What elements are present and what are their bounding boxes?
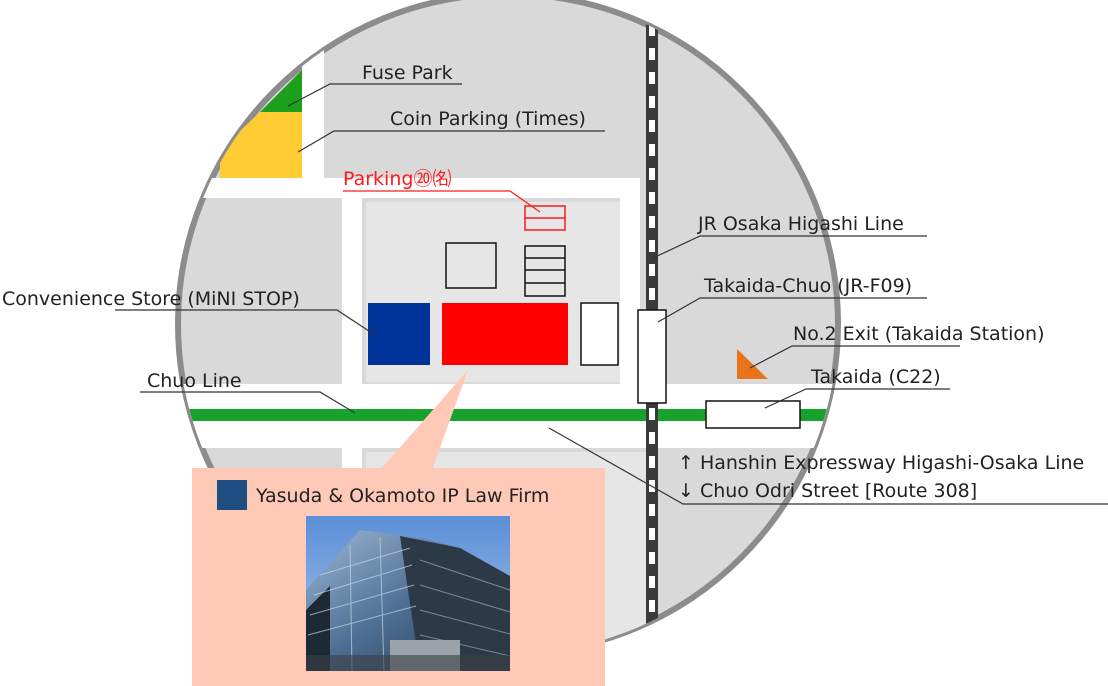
leader-convenience-store: [115, 309, 376, 336]
label-takaida-chuo: Takaida-Chuo (JR-F09): [703, 275, 912, 297]
leader-takaida: [764, 388, 950, 409]
label-takaida: Takaida (C22): [810, 366, 941, 388]
label-convenience-store: Convenience Store (MiNI STOP): [2, 288, 300, 310]
road-vertical-top-left: [302, 40, 324, 190]
label-no2-exit: No.2 Exit (Takaida Station): [793, 323, 1045, 345]
fuse-park-area: [260, 70, 302, 112]
road-vertical-right: [620, 178, 640, 398]
leader-parking: [343, 190, 541, 213]
leader-coin-parking: [297, 130, 605, 153]
label-chuo-line: Chuo Line: [147, 370, 242, 392]
building-square: [445, 242, 497, 289]
label-jr-line: JR Osaka Higashi Line: [697, 213, 904, 235]
building-white: [580, 302, 619, 366]
road-horizontal-top: [178, 178, 640, 198]
building-striped: [524, 245, 566, 297]
leader-fuse-park: [287, 83, 462, 107]
firm-icon: [217, 480, 247, 510]
leader-chuo-odri: [548, 427, 1108, 505]
firm-name: Yasuda & Okamoto IP Law Firm: [255, 485, 549, 507]
label-chuo-odri: ↓ Chuo Odri Street [Route 308]: [678, 480, 977, 502]
leader-no2-exit: [749, 345, 960, 369]
leader-jr-line: [652, 235, 927, 259]
takaida-chuo-station: [637, 309, 667, 404]
firm-building: [442, 303, 568, 365]
convenience-store-building: [368, 303, 430, 365]
label-parking: Parking⑳㈴: [343, 168, 451, 190]
label-coin-parking: Coin Parking (Times): [390, 108, 586, 130]
firm-building-photo: [306, 516, 511, 672]
coin-parking-area: [220, 112, 302, 178]
leader-chuo-line: [140, 391, 356, 414]
takaida-station: [705, 400, 801, 429]
label-fuse-park: Fuse Park: [362, 62, 453, 84]
leader-takaida-chuo: [657, 297, 927, 323]
label-hanshin: ↑ Hanshin Expressway Higashi-Osaka Line: [678, 452, 1084, 474]
chuo-line-track: [178, 409, 838, 421]
no2-exit-marker: [737, 349, 768, 379]
callout-pointer: [380, 370, 468, 470]
firm-callout: Yasuda & Okamoto IP Law Firm: [192, 468, 605, 686]
